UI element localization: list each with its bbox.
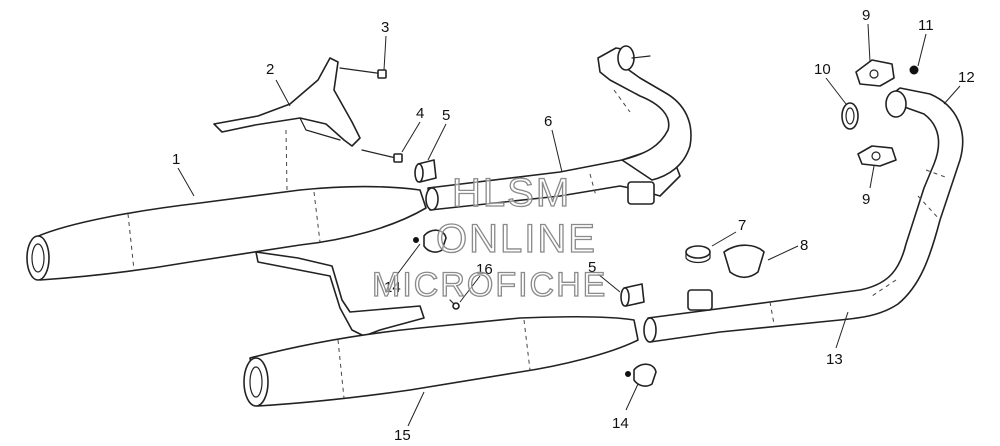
callout-5: 5 xyxy=(442,107,450,124)
callout-4: 4 xyxy=(416,105,424,122)
callout-12: 12 xyxy=(958,69,975,86)
callout-6: 6 xyxy=(544,113,552,130)
lower-bracket xyxy=(255,251,425,337)
callout-9: 9 xyxy=(862,7,870,24)
callout-1: 1 xyxy=(172,151,180,168)
callout-3: 3 xyxy=(381,19,389,36)
callout-2: 2 xyxy=(266,61,274,78)
callout-16: 16 xyxy=(476,261,493,278)
lower-muffler xyxy=(243,315,639,407)
callout-15: 15 xyxy=(394,427,411,444)
callout-11: 11 xyxy=(918,17,934,34)
callout-labels: 1 2 3 4 5 6 7 8 9 10 11 12 13 14 5 16 14… xyxy=(172,7,975,444)
callout-5-lower: 5 xyxy=(588,259,596,276)
callout-13: 13 xyxy=(826,351,843,368)
callout-8: 8 xyxy=(800,237,808,254)
callout-7: 7 xyxy=(738,217,746,234)
callout-14: 14 xyxy=(384,279,401,296)
leader-lines xyxy=(177,23,961,427)
hardware xyxy=(339,59,919,387)
callout-9-lower: 9 xyxy=(862,191,870,208)
mounting-bracket xyxy=(213,57,361,251)
upper-muffler xyxy=(26,185,427,281)
watermark-line-2: ONLINE xyxy=(436,217,597,261)
rear-header-pipe xyxy=(643,87,964,343)
front-header-pipe xyxy=(425,45,692,211)
watermark: HLSM ONLINE MICROFICHE xyxy=(371,170,607,304)
watermark-line-1: HLSM xyxy=(452,171,571,215)
callout-10: 10 xyxy=(814,61,831,78)
watermark-line-3: MICROFICHE xyxy=(372,266,607,304)
callout-14-lower: 14 xyxy=(612,415,629,432)
